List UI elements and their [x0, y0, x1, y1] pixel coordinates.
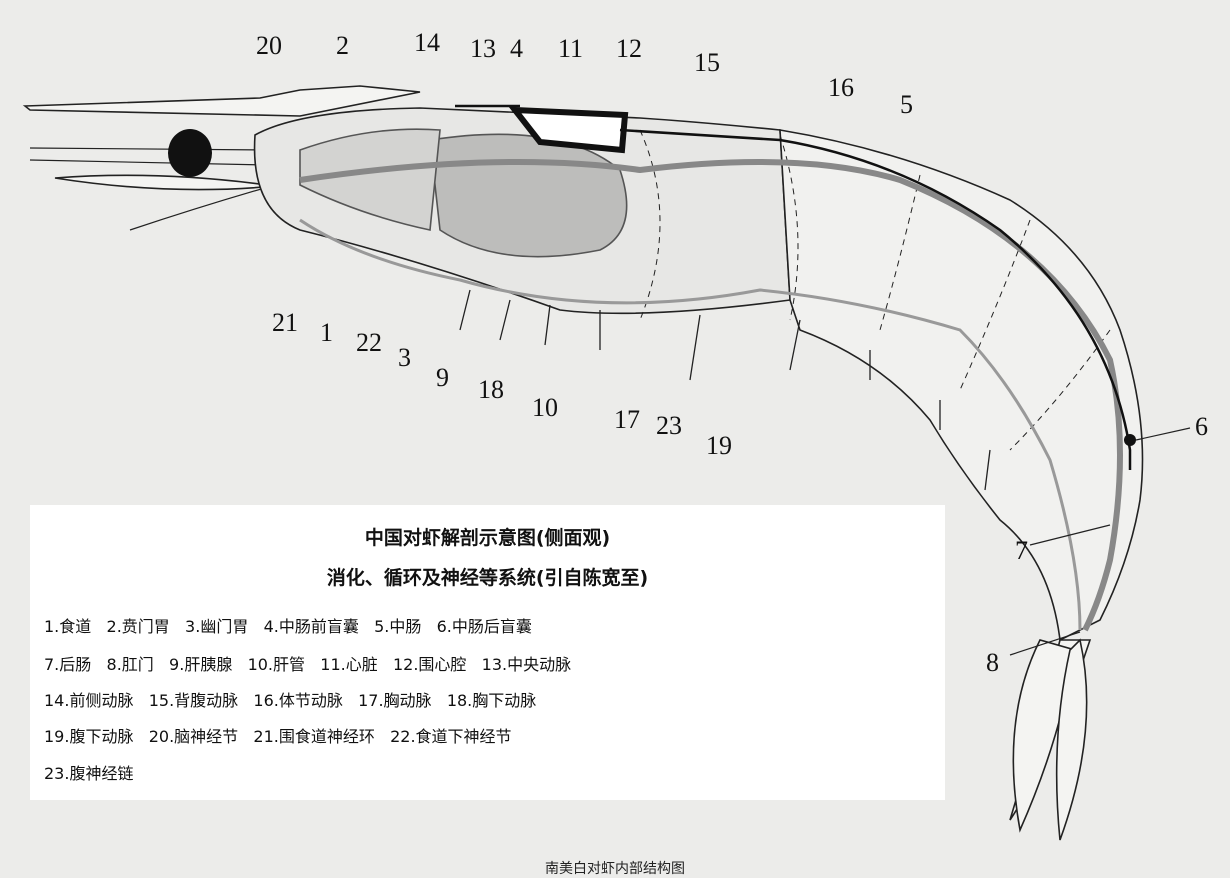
label-22: 22 [356, 330, 382, 356]
legend-line-5: 23.腹神经链 [44, 760, 133, 784]
label-14: 14 [414, 30, 440, 56]
label-1: 1 [320, 320, 333, 346]
label-17: 17 [614, 407, 640, 433]
label-15: 15 [694, 50, 720, 76]
label-23: 23 [656, 413, 682, 439]
label-5: 5 [900, 92, 913, 118]
label-16: 16 [828, 75, 854, 101]
label-18: 18 [478, 377, 504, 403]
label-6: 6 [1195, 414, 1208, 440]
label-9: 9 [436, 365, 449, 391]
antenna-upper [30, 148, 270, 150]
label-20: 20 [256, 33, 282, 59]
legend-line-2: 7.后肠 8.肛门 9.肝胰腺 10.肝管 11.心脏 12.围心腔 13.中央… [44, 651, 571, 675]
legend-line-4: 19.腹下动脉 20.脑神经节 21.围食道神经环 22.食道下神经节 [44, 723, 512, 747]
label-8: 8 [986, 650, 999, 676]
label-10: 10 [532, 395, 558, 421]
label-12: 12 [616, 36, 642, 62]
label-2: 2 [336, 33, 349, 59]
antenna-lower [30, 160, 265, 165]
label-13: 13 [470, 36, 496, 62]
label-19: 19 [706, 433, 732, 459]
figure-caption: 南美白对虾内部结构图 [0, 858, 1230, 878]
label-4: 4 [510, 36, 523, 62]
label-7: 7 [1015, 538, 1028, 564]
legend-line-1: 1.食道 2.贲门胃 3.幽门胃 4.中肠前盲囊 5.中肠 6.中肠后盲囊 [44, 613, 532, 637]
legend-panel: 中国对虾解剖示意图(侧面观) 消化、循环及神经等系统(引自陈宽至) 1.食道 2… [30, 505, 945, 800]
eye [168, 129, 212, 177]
antennule-scale [55, 175, 275, 189]
label-11: 11 [558, 36, 583, 62]
label-21: 21 [272, 310, 298, 336]
legend-title-2: 消化、循环及神经等系统(引自陈宽至) [30, 563, 945, 590]
label-3: 3 [398, 345, 411, 371]
legend-line-3: 14.前侧动脉 15.背腹动脉 16.体节动脉 17.胸动脉 18.胸下动脉 [44, 687, 536, 711]
legend-title-1: 中国对虾解剖示意图(侧面观) [30, 523, 945, 550]
